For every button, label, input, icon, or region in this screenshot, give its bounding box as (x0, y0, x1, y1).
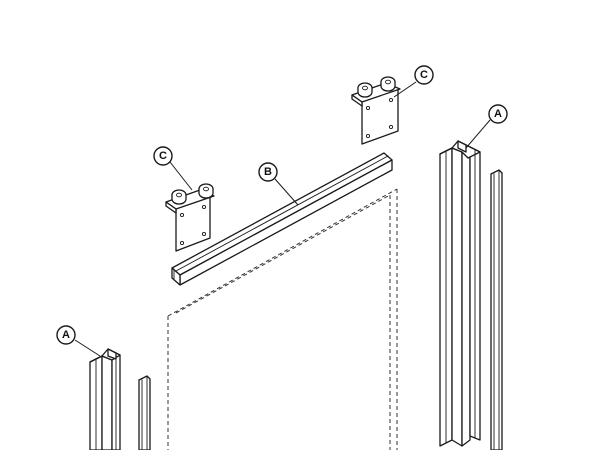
bracket-c-left (165, 183, 215, 252)
leader-b (274, 178, 299, 206)
profile-a-left (89, 348, 151, 450)
profile-a-right (439, 140, 503, 450)
callout-a-right-label: A (494, 108, 502, 120)
callout-a-right: A (488, 104, 508, 124)
leader-a-left (74, 339, 101, 357)
callout-a-left: A (56, 325, 76, 345)
leader-a-right (465, 119, 491, 149)
door-panel-outline (167, 188, 398, 450)
callout-c-left: C (153, 146, 173, 166)
callout-c-right-label: C (420, 69, 428, 81)
callout-c-right: C (414, 65, 434, 85)
callout-a-left-label: A (62, 329, 70, 341)
leader-c-right (393, 81, 417, 98)
callout-b: B (258, 162, 278, 182)
bracket-c-right (351, 76, 401, 145)
rail-b (171, 152, 393, 286)
callout-c-left-label: C (159, 150, 167, 162)
leader-c-left (169, 161, 193, 191)
callout-b-label: B (264, 166, 272, 178)
